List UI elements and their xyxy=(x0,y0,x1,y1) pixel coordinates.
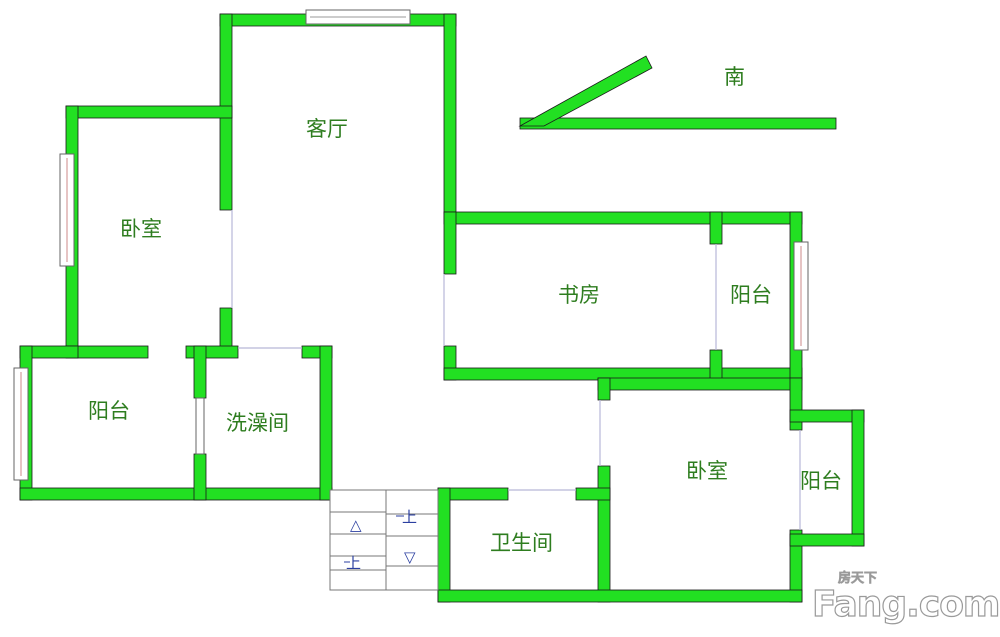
openings xyxy=(231,210,801,530)
stair-arrow-up-icon: △ xyxy=(350,516,362,534)
compass-arrow-icon xyxy=(518,55,837,130)
stair-arrow-down-icon: ▽ xyxy=(404,548,416,566)
wall-living-right-upper xyxy=(443,13,457,215)
watermark-big-text: Fang.com xyxy=(812,584,999,625)
wall-bathroom-left xyxy=(437,487,451,603)
compass-label: 南 xyxy=(724,65,745,89)
window-balcony-left xyxy=(13,367,29,481)
wall-balcony-shower-divider-upper xyxy=(193,345,207,399)
room-label-balcony-right: 阳台 xyxy=(800,469,842,493)
wall-bedroom-right-left-upper xyxy=(597,377,611,401)
walls xyxy=(19,13,865,603)
window-balcony-study xyxy=(793,241,809,351)
stair-up-right-label: 上 xyxy=(402,508,417,526)
room-label-living-room: 客厅 xyxy=(306,117,348,141)
wall-bedroom-right-left-lower xyxy=(597,465,611,603)
room-label-balcony-left: 阳台 xyxy=(88,399,130,423)
window-living-top xyxy=(305,9,411,25)
wall-study-balcony-divider-top xyxy=(709,211,723,245)
window-bedroom-left xyxy=(59,153,75,267)
wall-shower-right xyxy=(319,345,333,501)
room-label-bathroom: 卫生间 xyxy=(490,531,553,555)
windows xyxy=(13,9,809,481)
stair-up-left-label: 上 xyxy=(346,554,361,572)
wall-balcony-right-bottom xyxy=(789,533,865,547)
staircase xyxy=(329,489,439,591)
wall-study-left-upper xyxy=(443,211,457,275)
wall-bedroom-right-top xyxy=(597,377,803,391)
room-label-study: 书房 xyxy=(558,283,600,307)
room-label-balcony-study: 阳台 xyxy=(730,283,772,307)
watermark-small-text: 房天下 xyxy=(838,570,877,586)
wall-bedroom-left-top xyxy=(65,105,233,119)
room-label-shower-room: 洗澡间 xyxy=(226,411,289,435)
wall-balcony-shower-divider-lower xyxy=(193,453,207,501)
wall-study-balcony-divider-bottom xyxy=(709,349,723,381)
wall-study-top xyxy=(443,211,803,225)
window-shower xyxy=(195,397,205,455)
room-label-bedroom-left: 卧室 xyxy=(120,217,162,241)
wall-balcony-left-bottom xyxy=(19,487,333,501)
wall-bathroom-top-b xyxy=(575,487,611,501)
fang-watermark-logo: 房天下 Fang.com xyxy=(811,570,1000,626)
stair-outline xyxy=(329,489,439,591)
wall-bottom xyxy=(437,589,803,603)
wall-balcony-right-side xyxy=(851,409,865,547)
room-label-bedroom-right: 卧室 xyxy=(686,459,728,483)
